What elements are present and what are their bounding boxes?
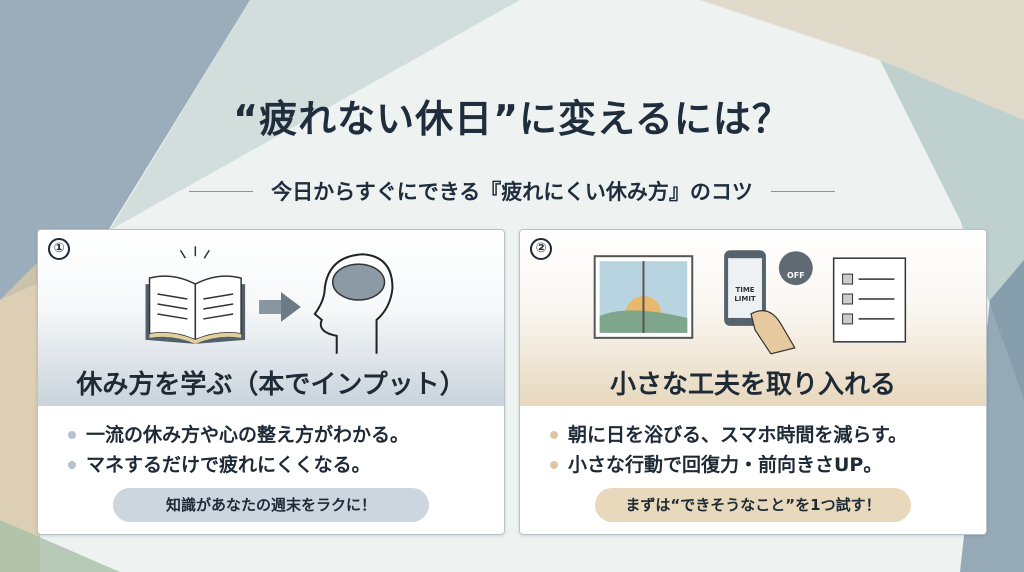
list-item: 一流の休み方や心の整え方がわかる。 <box>68 420 494 450</box>
tip-badge: 知識があなたの週末をラクに！ <box>113 488 429 522</box>
bullet-dot <box>68 461 76 469</box>
subtitle-text: 今日からすぐにできる『疲れにくい休み方』のコツ <box>271 180 753 204</box>
card-illustration: TIME LIMIT OFF <box>593 250 907 355</box>
card-small-tips: ② TIME LIMIT OFF <box>519 229 987 535</box>
card-heading: 小さな工夫を取り入れる <box>609 370 896 400</box>
open-book-icon <box>145 246 246 344</box>
checklist-icon <box>832 257 907 343</box>
list-item: マネするだけで疲れにくくなる。 <box>68 450 494 480</box>
bullet-dot <box>550 461 558 469</box>
card-number: ① <box>48 238 70 260</box>
bullet-text: 小さな行動で回復力・前向きさUP。 <box>568 454 883 476</box>
bullet-text: 一流の休み方や心の整え方がわかる。 <box>86 424 410 446</box>
power-off-label: OFF <box>787 271 805 280</box>
card-illustration <box>145 246 394 354</box>
page-title: “疲れない休日”に変えるには？ <box>233 97 791 141</box>
list-item: 小さな行動で回復力・前向きさUP。 <box>550 450 976 480</box>
bullet-list: 朝に日を浴びる、スマホ時間を減らす。 小さな行動で回復力・前向きさUP。 <box>550 420 976 480</box>
bullet-text: マネするだけで疲れにくくなる。 <box>86 454 371 476</box>
phone-text: LIMIT <box>734 295 756 303</box>
head-brain-icon <box>313 253 394 354</box>
subtitle: 今日からすぐにできる『疲れにくい休み方』のコツ <box>0 176 1024 206</box>
card-header: ① 休み方を学ぶ（本でインプット） <box>38 230 504 406</box>
phone-time-limit-icon: TIME LIMIT OFF <box>724 250 813 355</box>
card-header: ② TIME LIMIT OFF <box>520 230 986 406</box>
card-number: ② <box>530 238 552 260</box>
bullet-dot <box>68 431 76 439</box>
card-heading: 休み方を学ぶ（本でインプット） <box>76 370 466 400</box>
bullet-dot <box>550 431 558 439</box>
card-learn-rest: ① 休み方を学ぶ（本でインプット） 一流の休み方や心の整え方がわかる。 マネする… <box>37 229 505 535</box>
bullet-list: 一流の休み方や心の整え方がわかる。 マネするだけで疲れにくくなる。 <box>68 420 494 480</box>
phone-text: TIME <box>736 286 755 294</box>
divider <box>770 190 835 192</box>
arrow-right-icon <box>259 292 301 322</box>
tip-badge: まずは“できそうなこと”を1つ試す！ <box>595 488 911 522</box>
divider <box>189 190 254 192</box>
list-item: 朝に日を浴びる、スマホ時間を減らす。 <box>550 420 976 450</box>
sunrise-window-icon <box>593 255 694 339</box>
bullet-text: 朝に日を浴びる、スマホ時間を減らす。 <box>568 424 908 446</box>
